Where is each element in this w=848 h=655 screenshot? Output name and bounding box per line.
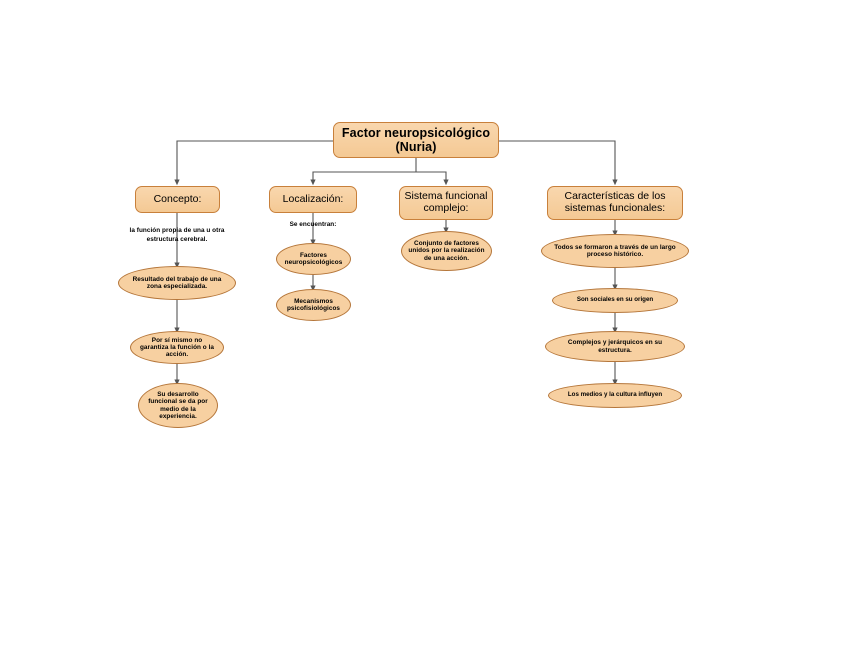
node-caracteristicas-3[interactable]: Complejos y jerárquicos en su estructura… [545,331,685,362]
node-caracteristicas-1[interactable]: Todos se formaron a través de un largo p… [541,234,689,268]
branch-heading-sistema-line1: Sistema funcional [404,190,488,203]
node-concepto-1-label: Resultado del trabajo de una zona especi… [132,275,222,290]
root-node-line2: (Nuria) [395,140,437,154]
node-sistema-1-label: Conjunto de factores unidos por la reali… [408,240,485,262]
node-concepto-2-label: Por sí mismo no garantiza la función o l… [139,336,215,359]
node-concepto-2[interactable]: Por sí mismo no garantiza la función o l… [130,331,224,364]
edge-root-caracteristicas [499,140,618,186]
node-caracteristicas-4-label: Los medios y la cultura influyen [567,391,663,399]
node-localizacion-2-label: Mecanismos psicofisiológicos [286,297,341,312]
node-concepto-3-label: Su desarrollo funcional se da por medio … [148,391,208,420]
branch-heading-sistema-funcional[interactable]: Sistema funcional complejo: [399,186,493,220]
branch-heading-concepto[interactable]: Concepto: [135,186,220,213]
caption-concepto: la función propia de una u otra estructu… [129,227,225,243]
branch-heading-localizacion-label: Localización: [282,192,344,205]
node-concepto-1[interactable]: Resultado del trabajo de una zona especi… [118,266,236,300]
node-concepto-3[interactable]: Su desarrollo funcional se da por medio … [138,383,218,428]
node-localizacion-1-label: Factores neuropsicológicos [284,251,343,266]
branch-heading-caracteristicas-line1: Características de los [564,190,666,203]
node-caracteristicas-3-label: Complejos y jerárquicos en su estructura… [567,339,663,354]
node-localizacion-1[interactable]: Factores neuropsicológicos [276,243,351,275]
root-node-line1: Factor neuropsicológico [341,126,491,140]
branch-heading-caracteristicas[interactable]: Características de los sistemas funciona… [547,186,683,220]
root-node[interactable]: Factor neuropsicológico (Nuria) [333,122,499,158]
branch-heading-caracteristicas-line2: sistemas funcionales: [564,202,666,214]
branch-heading-concepto-label: Concepto: [153,192,202,205]
node-sistema-1[interactable]: Conjunto de factores unidos por la reali… [401,231,492,271]
node-caracteristicas-2-label: Son sociales en su origen [576,296,654,304]
node-caracteristicas-2[interactable]: Son sociales en su origen [552,288,678,313]
edge-root-concepto [174,140,333,186]
caption-localizacion: Se encuentran: [289,221,337,228]
branch-heading-localizacion[interactable]: Localización: [269,186,357,213]
branch-heading-sistema-line2: complejo: [423,202,469,214]
node-localizacion-2[interactable]: Mecanismos psicofisiológicos [276,289,351,321]
edge-root-sistema [416,171,449,186]
node-caracteristicas-4[interactable]: Los medios y la cultura influyen [548,383,682,408]
edge-root-localizacion [310,171,416,186]
node-caracteristicas-1-label: Todos se formaron a través de un largo p… [554,243,676,258]
